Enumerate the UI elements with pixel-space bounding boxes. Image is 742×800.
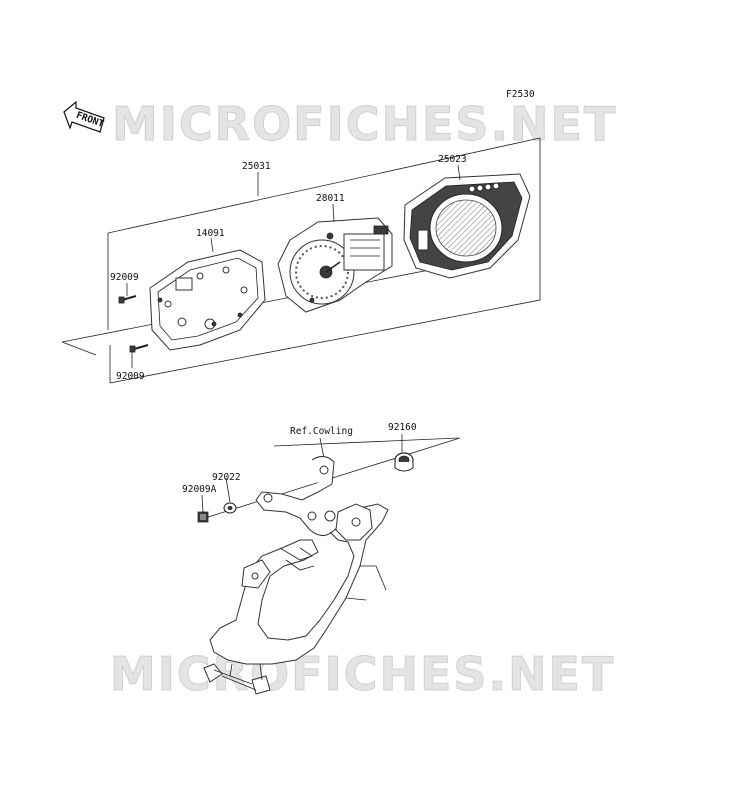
washer-92022 — [223, 502, 237, 514]
meter-bracket — [203, 456, 389, 695]
diagram-code: F2530 — [506, 89, 535, 100]
watermark-bottom: MICROFICHES.NET — [110, 647, 615, 701]
label-92009a: 92009A — [182, 484, 217, 495]
screw-92009-bottom — [129, 344, 149, 368]
meter-cover-25023 — [403, 164, 531, 279]
label-ref-cowling: Ref.Cowling — [290, 426, 353, 437]
label-28011: 28011 — [316, 193, 345, 204]
meter-unit-28011 — [277, 203, 393, 313]
front-arrow-icon: FRONT — [63, 100, 105, 133]
label-92009-bottom: 92009 — [116, 371, 145, 382]
label-25031: 25031 — [242, 161, 271, 172]
grommet-92160 — [394, 452, 414, 472]
label-25023: 25023 — [438, 154, 467, 165]
watermark-top: MICROFICHES.NET — [112, 97, 617, 151]
meter-assembly-frame — [61, 137, 541, 384]
screw-92009-top — [118, 283, 137, 304]
bolt-92009a — [197, 494, 209, 523]
label-92022: 92022 — [212, 472, 241, 483]
meter-case-14091 — [149, 237, 266, 351]
label-92160: 92160 — [388, 422, 417, 433]
label-92009-top: 92009 — [110, 272, 139, 283]
label-14091: 14091 — [196, 228, 225, 239]
